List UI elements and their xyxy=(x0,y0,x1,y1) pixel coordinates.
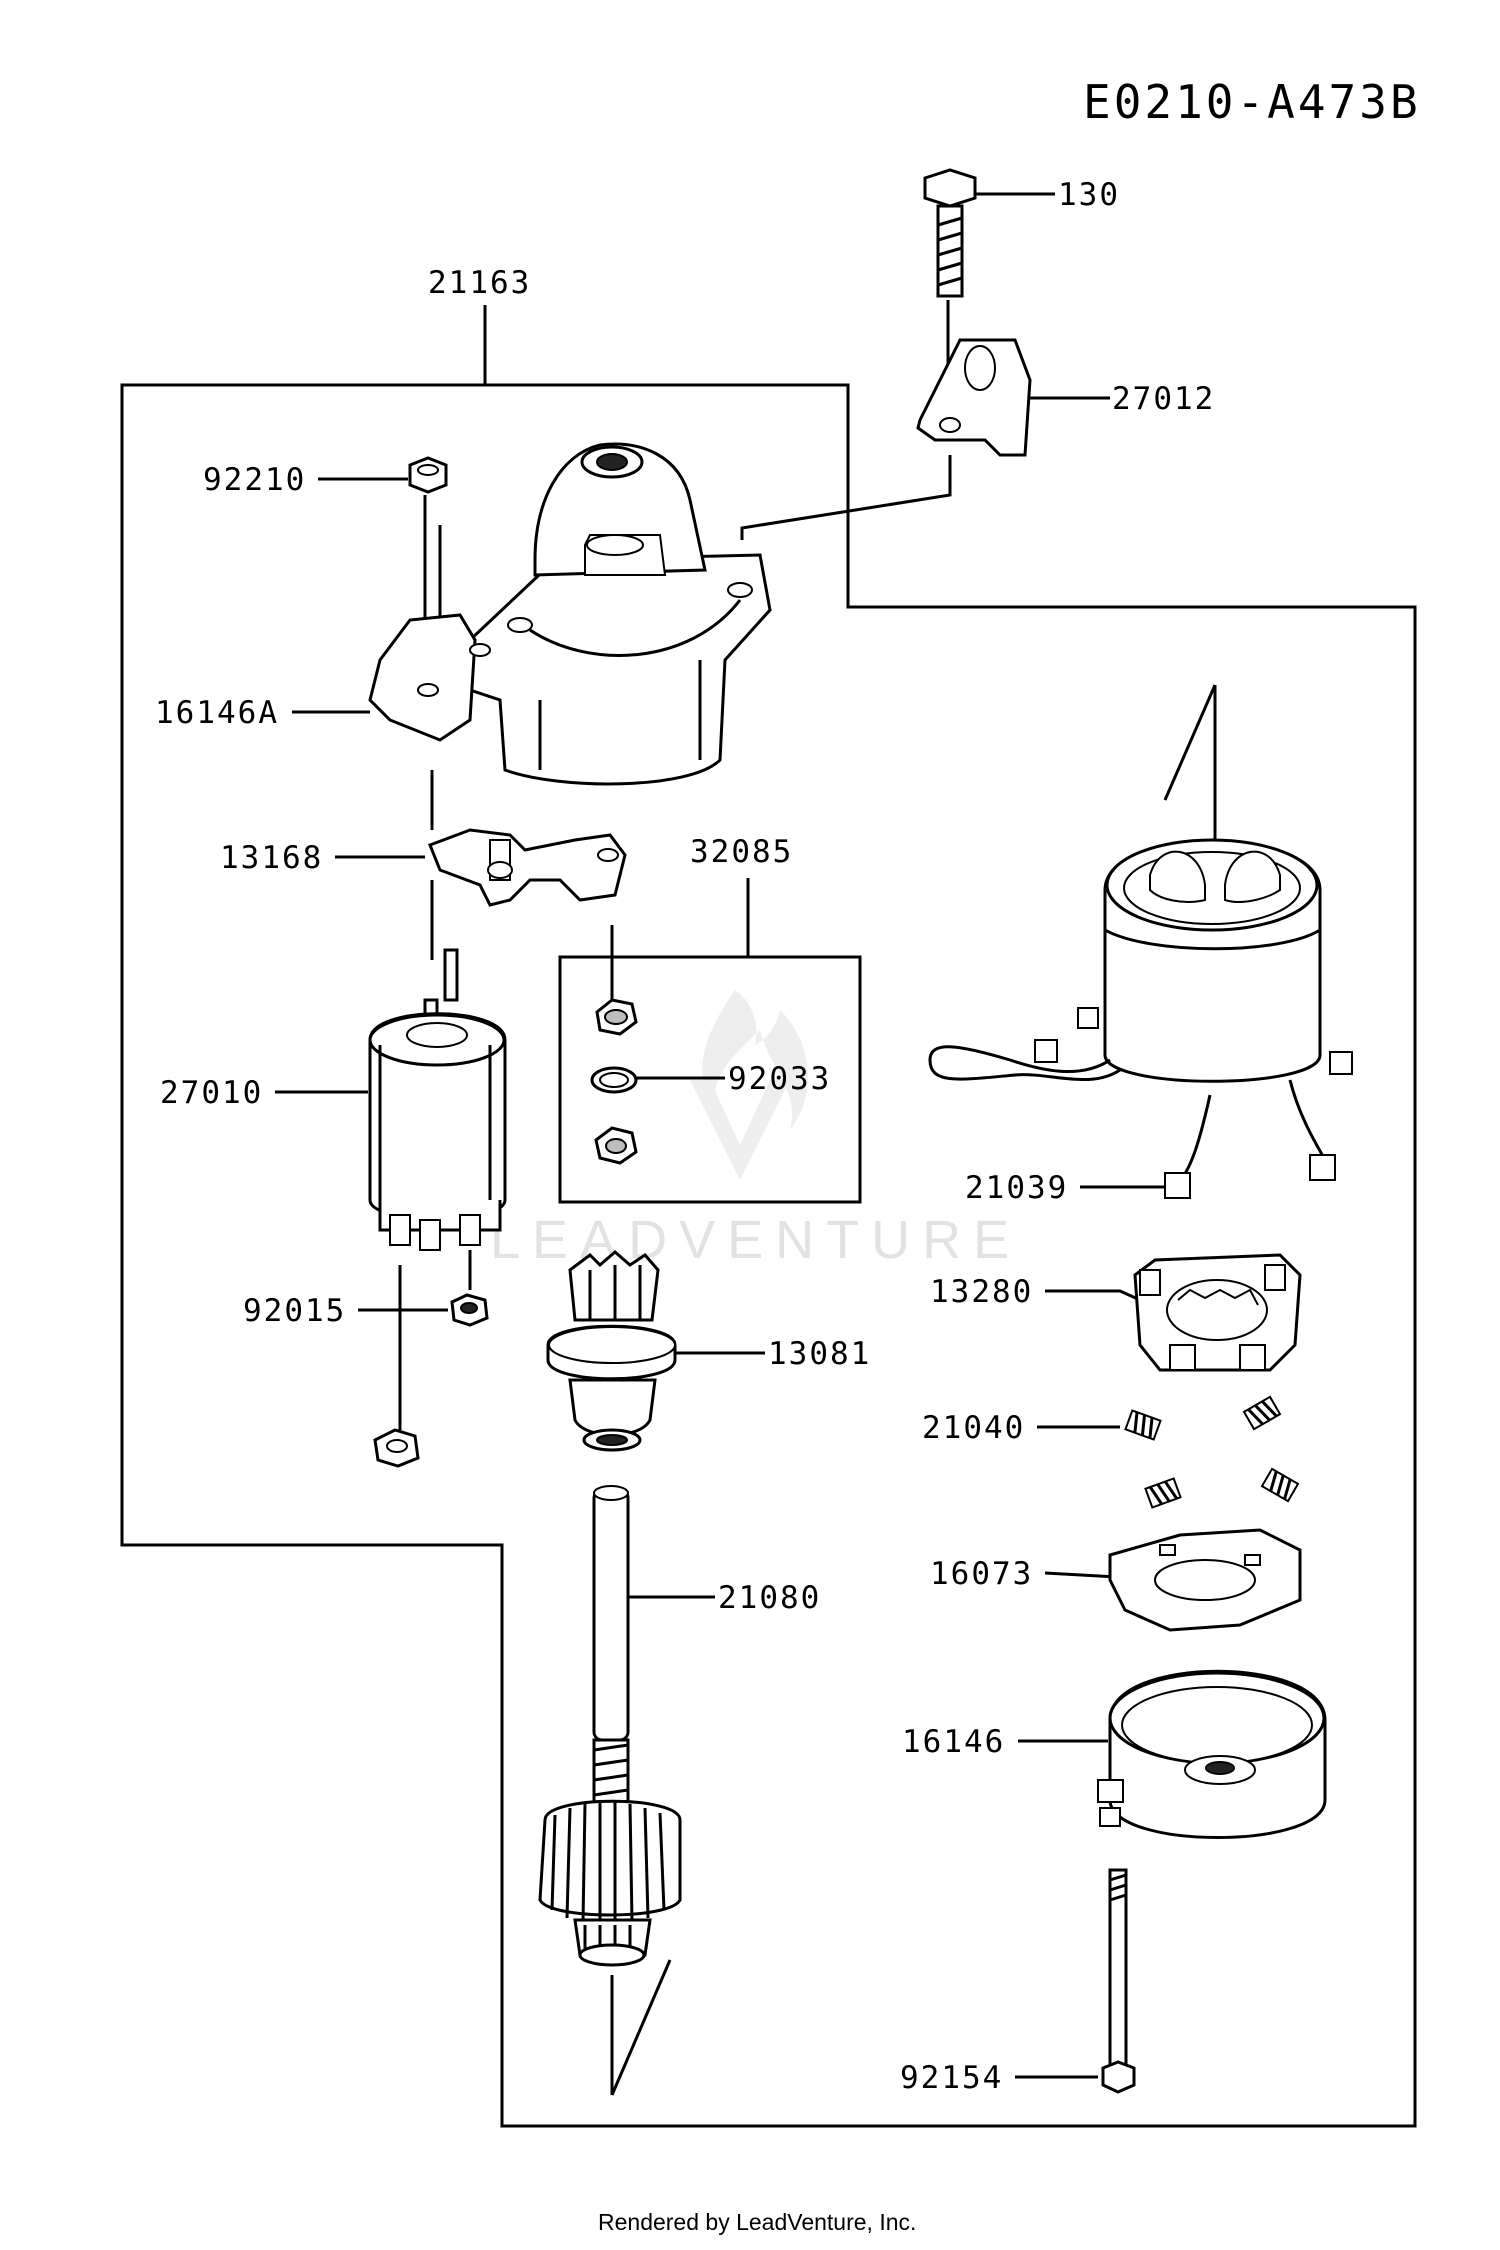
nut-92015-b xyxy=(373,1428,420,1468)
watermark-text: LEADVENTURE xyxy=(490,1210,1021,1270)
watermark-logo xyxy=(690,990,809,1180)
bracket-27012 xyxy=(916,338,1032,457)
callout-21080: 21080 xyxy=(718,1580,821,1616)
end-cover-16146 xyxy=(1097,1669,1327,1839)
plate-16073 xyxy=(1108,1528,1302,1632)
footer-credit: Rendered by LeadVenture, Inc. xyxy=(598,2209,916,2235)
callout-13280: 13280 xyxy=(930,1274,1033,1310)
axis-21080b xyxy=(610,1959,672,2096)
callout-92015: 92015 xyxy=(243,1293,346,1329)
callout-16146: 16146 xyxy=(902,1724,1005,1760)
callout-13168: 13168 xyxy=(220,840,323,876)
callout-92033: 92033 xyxy=(728,1061,831,1097)
callout-16073: 16073 xyxy=(930,1556,1033,1592)
callout-92210: 92210 xyxy=(203,462,306,498)
brush-holder-13280 xyxy=(1133,1253,1302,1372)
callout-32085: 32085 xyxy=(690,834,793,870)
axis-yoke xyxy=(1163,684,1217,801)
callout-92154: 92154 xyxy=(900,2060,1003,2096)
leader-13280 xyxy=(1045,1289,1141,1302)
diagram-code: E0210-A473B xyxy=(1083,75,1421,129)
bushing xyxy=(594,1126,638,1165)
leader-32085 xyxy=(635,878,750,959)
shift-lever-13168 xyxy=(428,828,627,907)
callout-130: 130 xyxy=(1058,177,1120,213)
callout-13081: 13081 xyxy=(768,1336,871,1372)
solenoid-27010 xyxy=(368,948,507,1251)
pinion-13081 xyxy=(546,1250,677,1452)
yoke-21039 xyxy=(928,838,1353,1199)
axis-27012 xyxy=(740,455,952,540)
armature-21080 xyxy=(538,1485,682,1967)
bolt-130 xyxy=(923,168,977,298)
nut-92210 xyxy=(408,456,448,494)
kit-box-32085 xyxy=(558,955,862,1204)
through-bolt-92154 xyxy=(1101,1868,1136,2094)
callout-21163: 21163 xyxy=(428,265,531,301)
front-housing-16146A xyxy=(368,442,772,786)
o-ring-92033 xyxy=(590,1066,638,1094)
callout-27010: 27010 xyxy=(160,1075,263,1111)
callout-21039: 21039 xyxy=(965,1170,1068,1206)
callout-27012: 27012 xyxy=(1112,381,1215,417)
callout-21040: 21040 xyxy=(922,1410,1025,1446)
callout-16146A: 16146A xyxy=(155,695,279,731)
nut-92015-a xyxy=(450,1293,489,1327)
seal-ring xyxy=(595,998,638,1036)
spring-21040 xyxy=(1124,1395,1300,1509)
